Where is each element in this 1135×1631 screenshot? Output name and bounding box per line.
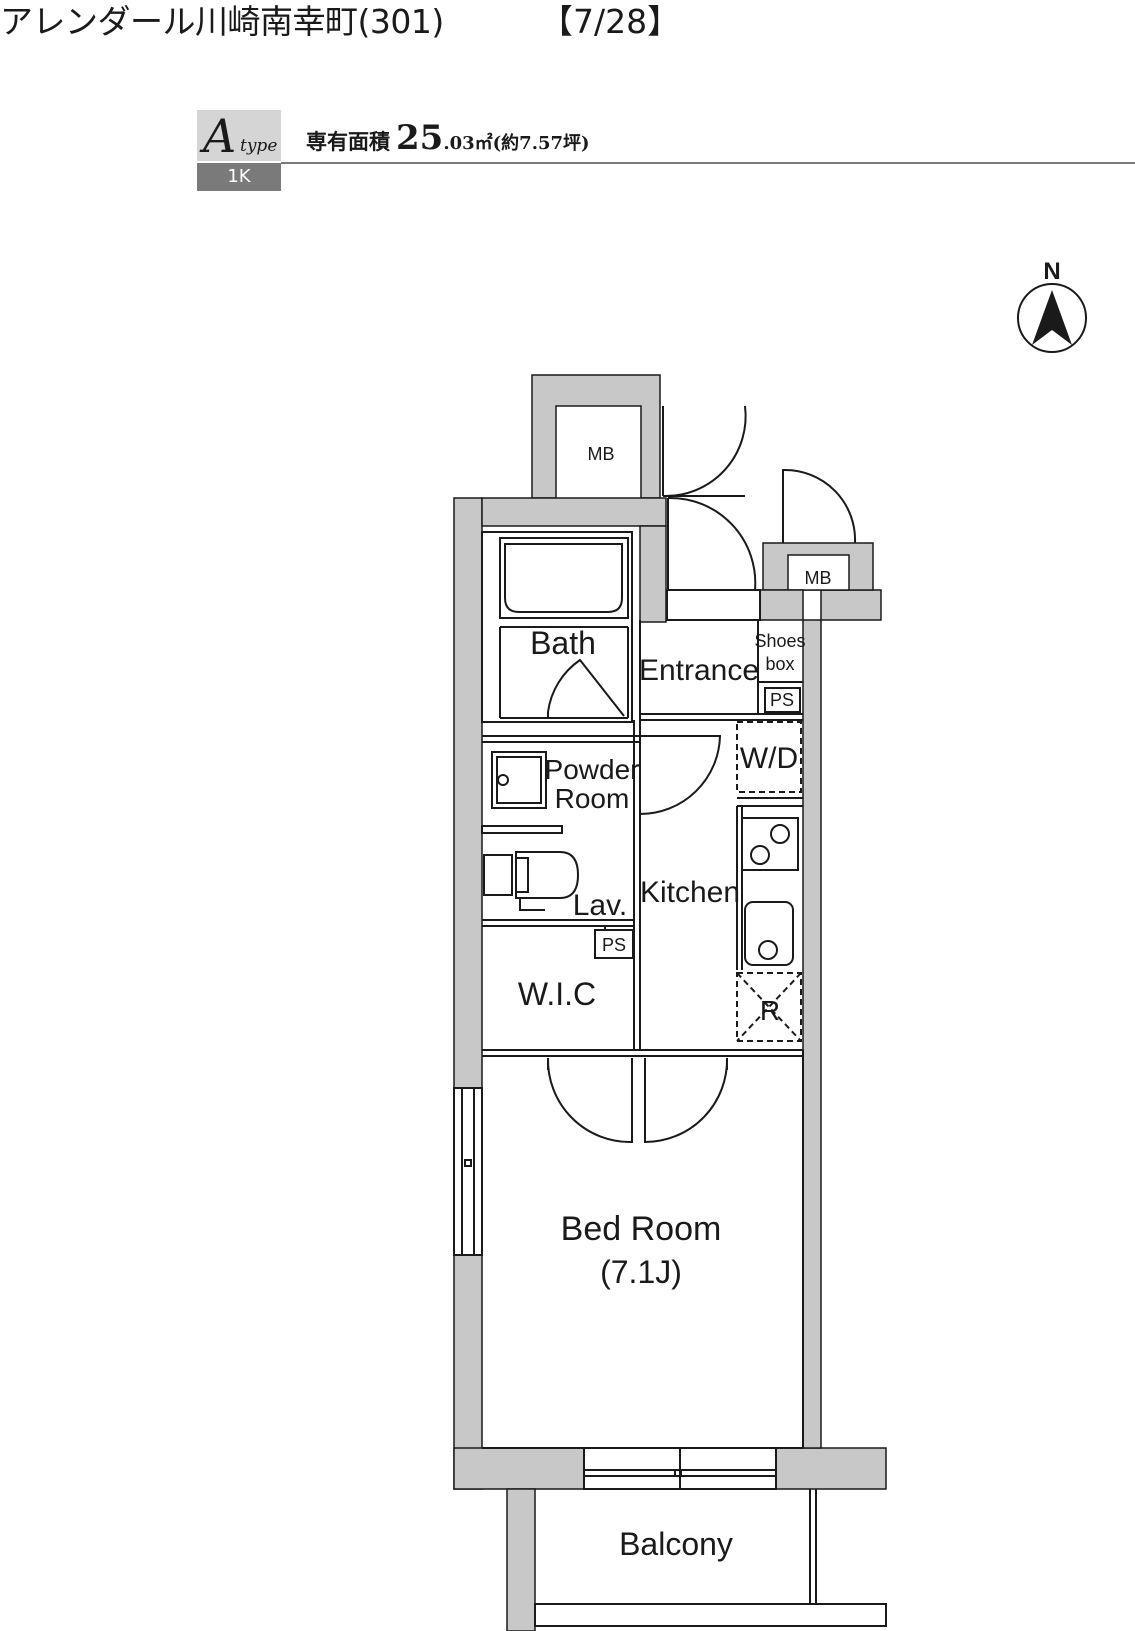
unit-type-letter: A bbox=[203, 109, 237, 163]
shoes-box-label-line2: box bbox=[765, 654, 794, 674]
bedroom-label: Bed Room bbox=[561, 1210, 722, 1248]
powder-room-label-line1: Powder bbox=[545, 754, 640, 785]
washer-dryer-label: W/D bbox=[740, 742, 798, 775]
interior-walls bbox=[453, 405, 887, 1627]
property-name: アレンダール川崎南幸町(301) bbox=[0, 2, 444, 41]
powder-room-label-line2: Room bbox=[555, 783, 630, 814]
unit-type-badge: A type bbox=[197, 109, 281, 163]
balcony-label: Balcony bbox=[619, 1526, 733, 1562]
unit-type-word: type bbox=[240, 136, 278, 156]
entrance-label: Entrance bbox=[639, 654, 759, 687]
refrigerator-label: R bbox=[760, 995, 780, 1026]
area-integer: 25 bbox=[396, 118, 444, 158]
kitchen-label: Kitchen bbox=[640, 876, 740, 909]
mb-top-label: MB bbox=[588, 444, 615, 464]
header-divider bbox=[281, 162, 1135, 164]
ps-entrance-label: PS bbox=[770, 690, 794, 710]
area-label: 専有面積 bbox=[306, 129, 390, 154]
unit-layout: 1K bbox=[197, 163, 281, 191]
walk-in-closet-label: W.I.C bbox=[518, 976, 596, 1012]
compass-label: N bbox=[1043, 258, 1060, 285]
mb-right-label: MB bbox=[805, 568, 832, 588]
page-counter: 【7/28】 bbox=[540, 2, 681, 41]
room-labels: MB MB Bath Entrance Shoes box PS W/D Pow… bbox=[518, 444, 832, 1562]
bath-label: Bath bbox=[530, 625, 596, 661]
ps-wic-label: PS bbox=[602, 935, 626, 955]
area-tsubo: (約7.57坪) bbox=[492, 133, 590, 154]
north-compass-icon: N bbox=[1017, 258, 1087, 353]
area-decimal: .03㎡ bbox=[443, 133, 493, 154]
bedroom-size-label: (7.1J) bbox=[600, 1254, 682, 1290]
lavatory-label: Lav. bbox=[573, 889, 627, 922]
shoes-box-label-line1: Shoes bbox=[754, 631, 805, 651]
walls bbox=[453, 374, 887, 1631]
